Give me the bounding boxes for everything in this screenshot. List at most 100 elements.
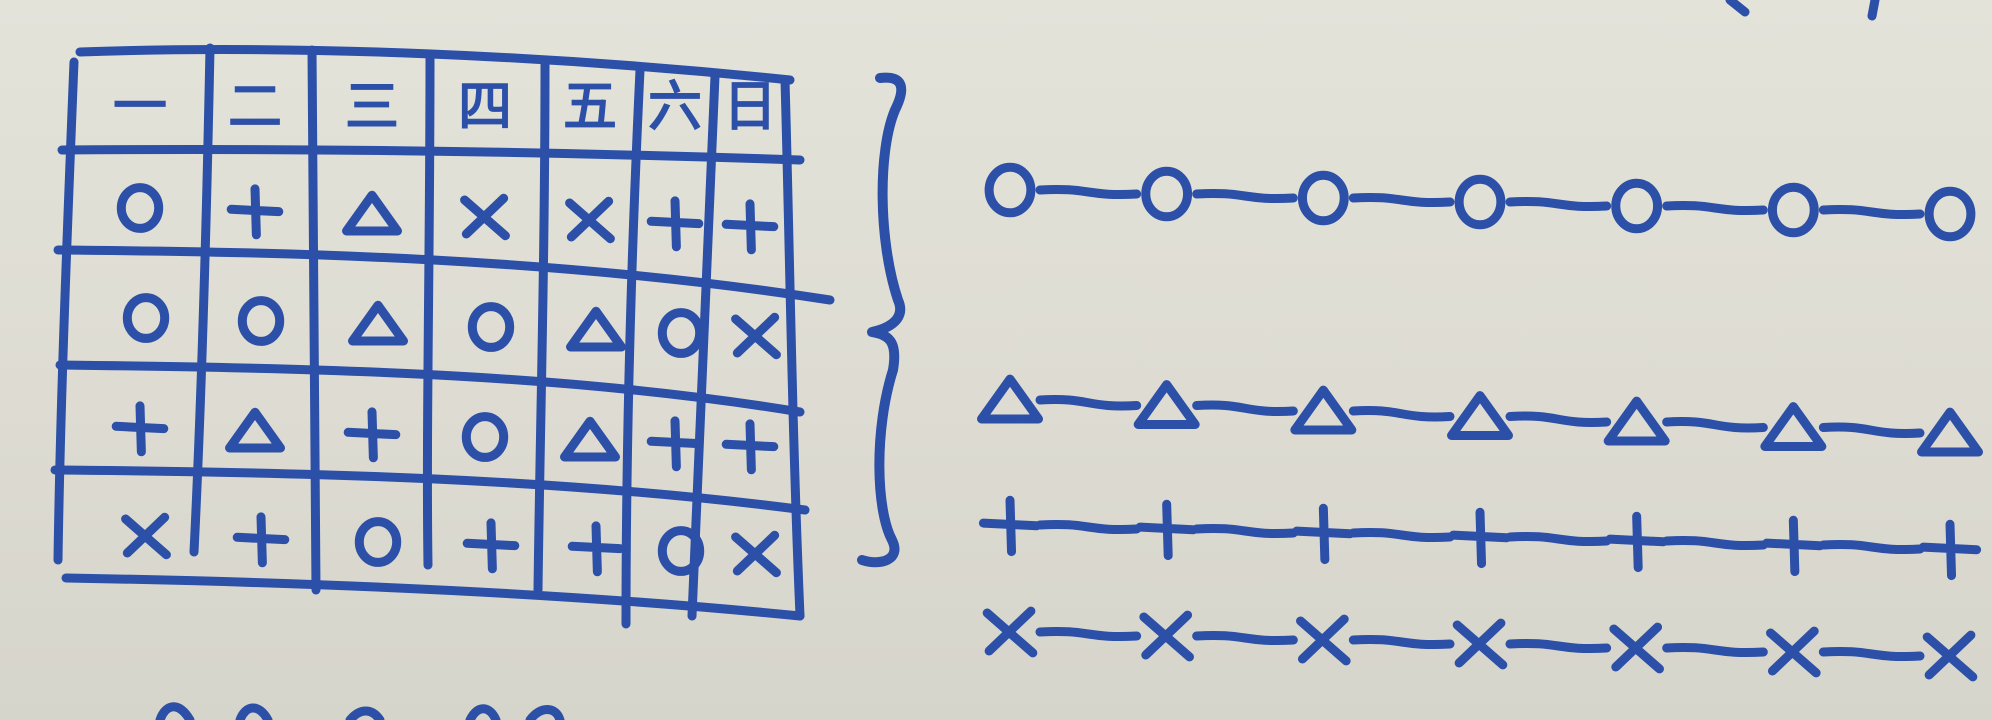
header-cell-6: 六: [648, 75, 702, 138]
cell-symbol-r2-c7: [731, 312, 781, 360]
chain-connector: [1662, 200, 1768, 216]
cell-symbol-r4-c5: [567, 521, 625, 577]
cell-symbol-r1-c2: [226, 184, 284, 240]
cell-symbol-r2-c6: [657, 308, 705, 358]
chain-circle-node-1: [984, 162, 1036, 218]
cell-symbol-r2-c5: [566, 306, 626, 352]
cell-symbol-r2-c1: [122, 293, 170, 343]
header-cell-4: 四: [458, 75, 512, 138]
chain-connector: [1818, 646, 1925, 662]
cell-symbol-r1-c5: [565, 196, 615, 244]
chain-plus-node-6: [1762, 515, 1825, 577]
cell-symbol-r3-c1: [111, 401, 169, 457]
chain-connector: [1818, 204, 1925, 220]
cell-symbol-r4-c6: [657, 526, 705, 576]
header-cell-2: 二: [228, 75, 282, 138]
chain-circle-node-7: [1924, 186, 1976, 242]
cell-symbol-r4-c2: [232, 512, 290, 568]
cell-symbol-r3-c2: [225, 407, 285, 453]
cell-symbol-r3-c3: [343, 407, 401, 463]
chain-plus-node-3: [1292, 503, 1355, 565]
cell-symbol-r3-c7: [721, 419, 779, 475]
chain-circle-node-6: [1767, 182, 1819, 238]
chain-connector: [1192, 523, 1298, 539]
cell-symbol-r4-c1: [121, 512, 171, 560]
chain-plus: [978, 495, 1982, 581]
chain-connector: [1348, 192, 1455, 208]
chain-circle: [984, 162, 1976, 242]
chain-connector: [1035, 184, 1142, 200]
header-cell-1: 一: [113, 75, 167, 138]
chain-connector: [1348, 634, 1455, 650]
chain-triangle-node-3: [1290, 385, 1357, 435]
chain-triangle-node-5: [1603, 396, 1670, 446]
chain-connector: [1505, 411, 1612, 427]
chain-connector: [1192, 400, 1298, 416]
partial-top-stroke: [1725, 0, 1880, 21]
chain-triangle-node-7: [1917, 407, 1983, 457]
table-cells: [111, 183, 781, 578]
chain-connector: [1662, 417, 1768, 433]
chain-circle-node-2: [1141, 166, 1193, 222]
cell-symbol-r1-c6: [646, 196, 704, 252]
cell-symbol-r4-c3: [354, 517, 402, 567]
header-cell-7: 日: [723, 75, 777, 138]
chain-cross-node-2: [1139, 610, 1194, 662]
chain-connector: [1348, 406, 1455, 422]
cell-symbol-r1-c4: [460, 193, 510, 241]
chain-triangle-node-1: [977, 374, 1043, 424]
chain-connector: [1818, 539, 1925, 555]
chain-triangle: [977, 374, 1983, 457]
symbol-chains: [977, 162, 1983, 682]
chain-connector: [1348, 527, 1455, 543]
cell-symbol-r2-c3: [348, 300, 408, 346]
chain-circle-node-4: [1454, 174, 1506, 230]
chain-cross-node-6: [1766, 626, 1821, 678]
table-grid: [50, 43, 835, 629]
cell-symbol-r1-c7: [721, 199, 779, 255]
cell-symbol-r4-c7: [731, 530, 781, 578]
chain-connector: [1505, 638, 1612, 654]
chain-connector: [1192, 630, 1298, 646]
chain-triangle-node-4: [1447, 391, 1513, 440]
chain-connector: [1505, 196, 1612, 212]
curly-brace: [857, 72, 907, 568]
chain-triangle-node-2: [1133, 380, 1200, 429]
cell-symbol-r3-c4: [461, 412, 509, 462]
cell-symbol-r2-c4: [467, 302, 515, 352]
cell-symbol-r1-c1: [116, 183, 164, 233]
chain-plus-node-4: [1448, 507, 1512, 569]
chain-cross-node-3: [1296, 614, 1351, 666]
chain-triangle-node-6: [1760, 402, 1827, 451]
chain-connector: [1818, 422, 1925, 438]
chain-connector: [1662, 535, 1768, 551]
chain-plus-node-5: [1605, 511, 1668, 573]
chain-plus-node-2: [1135, 499, 1198, 561]
chain-cross: [982, 606, 1978, 682]
chain-cross-node-1: [982, 606, 1038, 658]
chain-cross-node-5: [1609, 622, 1664, 674]
chain-connector: [1505, 531, 1612, 547]
chain-circle-node-5: [1611, 178, 1663, 234]
partial-bottom-strokes: [155, 702, 565, 720]
chain-connector: [1662, 642, 1768, 658]
chain-plus-node-7: [1918, 519, 1982, 581]
chain-connector: [1035, 519, 1142, 535]
chain-connector: [1192, 188, 1298, 204]
chain-connector: [1035, 395, 1142, 411]
weekday-header-row: 一二三四五六日: [113, 75, 777, 138]
chain-plus-node-1: [978, 495, 1042, 557]
chain-cross-node-4: [1452, 618, 1508, 670]
chain-cross-node-7: [1922, 630, 1978, 682]
chain-connector: [1035, 626, 1142, 642]
cell-symbol-r3-c6: [646, 416, 704, 472]
cell-symbol-r1-c3: [342, 190, 402, 236]
cell-symbol-r4-c4: [462, 518, 520, 574]
cell-symbol-r3-c5: [560, 416, 620, 462]
chain-circle-node-3: [1297, 170, 1349, 226]
cell-symbol-r2-c2: [237, 296, 285, 346]
header-cell-3: 三: [345, 75, 399, 138]
header-cell-5: 五: [563, 75, 617, 138]
